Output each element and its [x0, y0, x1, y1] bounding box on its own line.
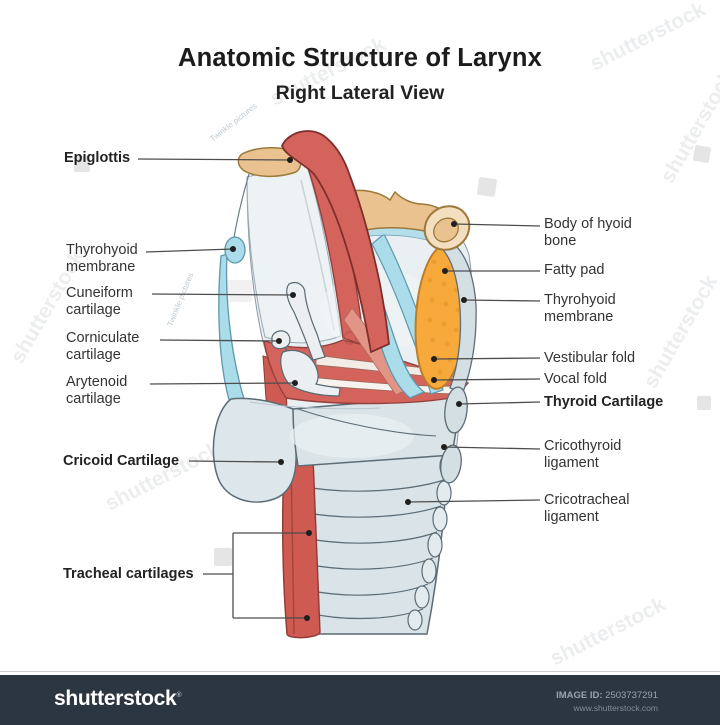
- epiglottis-shape: [281, 130, 390, 354]
- label-body-of-hyoid-bone: Body of hyoid bone: [544, 216, 632, 249]
- label-epiglottis: Epiglottis: [64, 150, 131, 166]
- shutterstock-logo: shutterstock®: [54, 687, 182, 711]
- image-id: IMAGE ID: 2503737291: [556, 690, 658, 701]
- footer-bar: shutterstock® IMAGE ID: 2503737291 www.s…: [0, 675, 720, 725]
- label-thyrohyoid-membrane-left: Thyrohyoid membrane: [66, 242, 138, 275]
- label-cricoid-cartilage: Cricoid Cartilage: [63, 453, 180, 469]
- label-thyroid-cartilage: Thyroid Cartilage: [544, 394, 664, 410]
- thyroid-cartilage-edge-segment: [444, 386, 468, 434]
- fatty-pad-shape: [414, 244, 468, 390]
- label-arytenoid-cartilage: Arytenoid cartilage: [66, 374, 128, 407]
- logo-text: shutterstock: [54, 687, 177, 710]
- logo-trademark: ®: [176, 692, 182, 699]
- fatty-pad-texture: [427, 259, 461, 375]
- cricoid-edge-segment: [440, 444, 462, 484]
- label-cricotracheal-ligament: Cricotracheal ligament: [544, 492, 630, 525]
- watermark-square: [74, 156, 90, 172]
- hyoid-bone-left-piece: [237, 147, 302, 178]
- label-vestibular-fold: Vestibular fold: [544, 350, 636, 366]
- label-cricothyroid-ligament: Cricothyroid ligament: [544, 438, 622, 471]
- label-corniculate-cartilage: Corniculate cartilage: [66, 330, 140, 363]
- watermark-square: [697, 396, 711, 410]
- label-tracheal-cartilages: Tracheal cartilages: [63, 566, 194, 582]
- cricoid-cartilage-shape: [212, 395, 459, 503]
- tracheal-ring-bumps: [407, 453, 455, 631]
- membrane-edge-line: [232, 173, 250, 245]
- larynx-anatomy: [212, 130, 477, 639]
- footer-divider: [0, 671, 720, 672]
- image-id-value: 2503737291: [605, 690, 658, 701]
- label-fatty-pad: Fatty pad: [544, 262, 605, 278]
- band-inner-line: [290, 458, 295, 635]
- website-url: www.shutterstock.com: [573, 703, 658, 713]
- trachea-shape: [295, 449, 455, 635]
- label-cuneiform-cartilage: Cuneiform cartilage: [66, 285, 133, 318]
- image-id-label: IMAGE ID:: [556, 690, 603, 701]
- watermark-square: [226, 280, 252, 302]
- page-title: Anatomic Structure of Larynx: [177, 44, 543, 72]
- watermark-square: [214, 548, 232, 566]
- page-subtitle: Right Lateral View: [275, 82, 445, 104]
- cuneiform-cartilage-shape: [286, 282, 326, 361]
- leader-lines: [137, 158, 541, 619]
- leader-dots: [230, 157, 467, 621]
- label-thyrohyoid-membrane-right: Thyrohyoid membrane: [544, 292, 616, 325]
- label-vocal-fold: Vocal fold: [544, 371, 607, 387]
